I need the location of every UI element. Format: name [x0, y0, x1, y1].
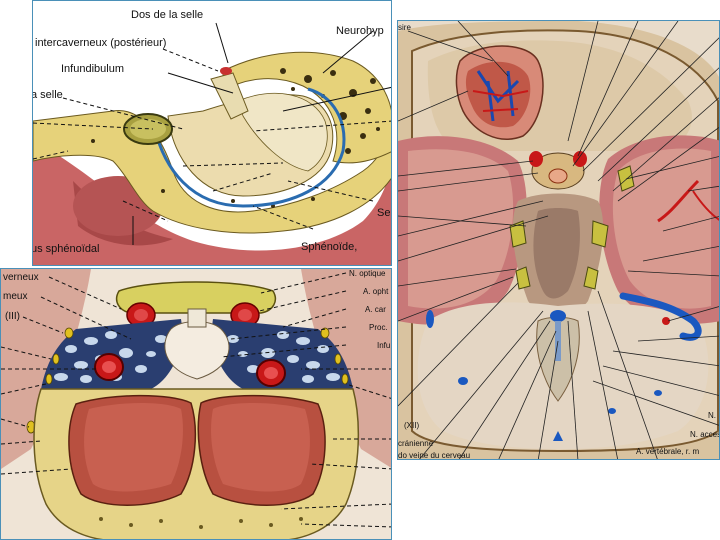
label-intercaverneux: intercaverneux (postérieur) — [35, 37, 167, 49]
label-verneux: verneux — [3, 272, 39, 283]
label-proc: Proc. — [369, 323, 388, 332]
sagittal-sella-illustration: Dos de la selle Neurohyp intercaverneux … — [32, 0, 392, 266]
label-infundibulum: Infundibulum — [61, 63, 124, 75]
sagittal-sella-drawing — [33, 1, 391, 265]
cranial-base-drawing — [398, 21, 719, 459]
label-n-optique: N. optique — [349, 269, 386, 278]
label-cranienne: cránienne — [398, 439, 434, 448]
label-n: N. — [708, 411, 716, 420]
label-meux: meux — [3, 291, 28, 302]
label-n-acces: N. acces — [690, 430, 720, 439]
label-a-opht: A. opht — [363, 287, 389, 296]
label-infu: Infu — [377, 341, 391, 350]
label-xii: (XII) — [404, 421, 420, 430]
coronal-cavernous-illustration: verneux meux (III) N. optique A. opht A.… — [0, 268, 392, 540]
label-a-vertebrale: A. vertébrale, r. m — [636, 447, 700, 456]
label-sphenoidal: us sphénoïdal — [32, 243, 100, 255]
label-veine-cerveau: do veine du cerveau — [398, 451, 471, 460]
label-se: Se — [377, 207, 391, 219]
label-sire: sire — [398, 23, 411, 32]
cranial-base-illustration: sire N. N. acces (XII) cránienne do vein… — [397, 20, 720, 460]
label-sphenoide: Sphénoïde, — [301, 241, 358, 253]
label-neurohyp: Neurohyp — [336, 25, 384, 37]
label-dos-selle: Dos de la selle — [131, 9, 204, 21]
label-iii: (III) — [5, 311, 20, 322]
coronal-cavernous-drawing — [1, 269, 391, 539]
label-a-car: A. car — [365, 305, 386, 314]
label-a-selle: a selle — [32, 89, 63, 101]
